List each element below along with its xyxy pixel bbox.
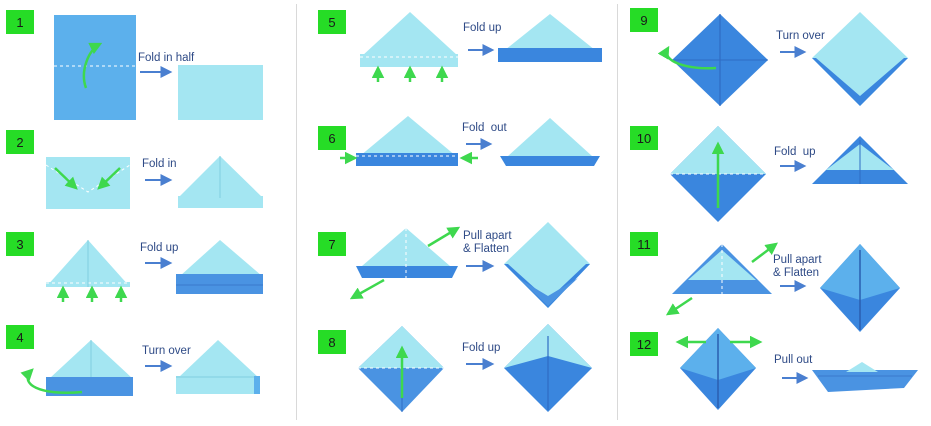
step-11-hat (672, 244, 772, 294)
step-badge-5: 5 (318, 10, 346, 34)
step-3-hat-result (176, 240, 263, 294)
step-badge-3: 3 (6, 232, 34, 256)
column-divider-2 (617, 4, 618, 420)
step-label-6: Fold out (462, 122, 507, 134)
step-11-pull-arrow-up (751, 242, 778, 263)
step-7-diamond-result (504, 222, 590, 308)
step-11-pull-arrow-down (665, 296, 693, 316)
step-5-hat (360, 12, 458, 67)
step-label-10: Fold up (774, 146, 816, 158)
step-10-result (812, 136, 908, 184)
step-badge-12: 12 (630, 332, 658, 356)
step-badge-2: 2 (6, 130, 34, 154)
step-badge-11: 11 (630, 232, 658, 256)
step-1-paper-sheet (54, 15, 136, 120)
step-badge-7: 7 (318, 232, 346, 256)
step-4-turn-arrow (20, 368, 83, 394)
step-label-12: Pull out (774, 354, 813, 366)
step-label-5: Fold up (463, 22, 502, 34)
step-8-diamond-result (504, 324, 592, 412)
step-badge-8: 8 (318, 330, 346, 354)
step-label-9: Turn over (776, 30, 825, 42)
step-7-pull-arrow-up (427, 226, 461, 248)
step-1-fold-arrow (82, 42, 103, 89)
step-badge-4: 4 (6, 325, 34, 349)
step-1-folded-rectangle (178, 65, 263, 120)
step-7-pull-arrow-down (349, 278, 385, 300)
step-label-7: Pull apart & Flatten (463, 230, 512, 255)
step-2-fold-arrow-right (97, 167, 121, 190)
step-12-boat-result (812, 362, 918, 392)
step-7-hat (356, 228, 458, 278)
step-9-turn-arrow (657, 45, 717, 70)
step-label-11: Pull apart & Flatten (773, 254, 822, 279)
step-2-rectangle (45, 157, 131, 209)
step-4-turned-result (176, 340, 260, 394)
step-9-result (812, 12, 908, 106)
step-11-diamond-result (820, 244, 900, 332)
step-label-2: Fold in (142, 158, 177, 170)
step-badge-6: 6 (318, 126, 346, 150)
step-label-8: Fold up (462, 342, 501, 354)
step-badge-9: 9 (630, 8, 658, 32)
step-6-hat (356, 116, 458, 166)
step-2-fold-arrow-left (54, 167, 78, 190)
step-6-result (500, 118, 600, 166)
step-12-diamond (680, 328, 756, 410)
step-4-hat (46, 340, 133, 396)
step-5-result (498, 14, 602, 62)
step-9-diamond (672, 14, 768, 106)
step-label-1: Fold in half (138, 52, 195, 64)
step-3-triangle (46, 240, 130, 287)
step-label-3: Fold up (140, 242, 179, 254)
column-divider-1 (296, 4, 297, 420)
step-badge-10: 10 (630, 126, 658, 150)
step-label-4: Turn over (142, 345, 191, 357)
step-2-triangle-result (178, 156, 263, 208)
step-badge-1: 1 (6, 10, 34, 34)
